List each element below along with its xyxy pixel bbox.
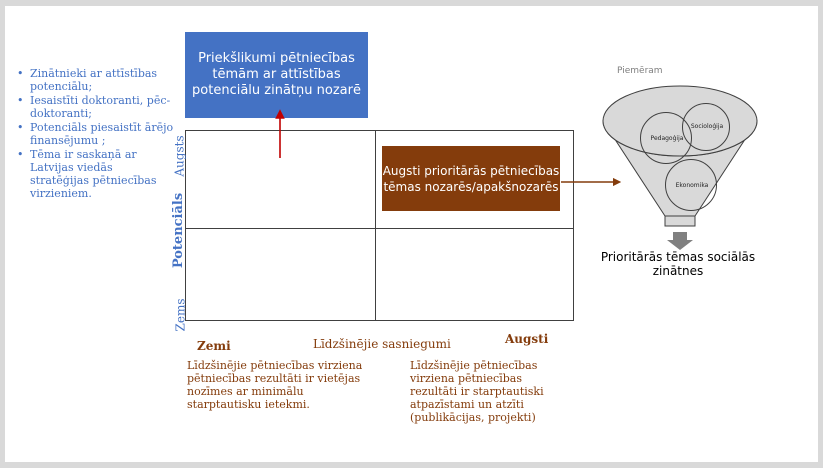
y-high-wrap: Augsts [172, 135, 188, 176]
proposals-box: Priekšlikumi pētniecības tēmām ar attīst… [185, 32, 368, 118]
high-priority-box: Augsti prioritārās pētniecības tēmas noz… [382, 146, 560, 211]
funnel-output-label: Prioritārās tēmas sociālās zinātnes [600, 250, 756, 278]
y-axis-title: Potenciāls [171, 192, 187, 268]
criteria-item: Iesaistīti doktoranti, pēc-doktoranti; [15, 94, 175, 120]
criteria-item: Tēma ir saskaņā ar Latvijas viedās strat… [15, 148, 175, 200]
criteria-item: Zinātnieki ar attīstības potenciālu; [15, 67, 175, 93]
circle-label: Ekonomika [675, 182, 709, 189]
circle-economics: Ekonomika [665, 159, 717, 211]
low-achievement-description: Līdzšinējie pētniecības virziena pētniec… [187, 359, 363, 411]
criteria-item: Potenciāls piesaistīt ārējo finansējumu … [15, 121, 175, 147]
y-low-wrap: Zems [172, 299, 188, 332]
down-arrow-icon [667, 232, 693, 250]
example-label: Piemēram [617, 66, 663, 76]
connector-arrows [275, 109, 622, 187]
funnel-spout [664, 215, 696, 227]
y-axis-title-wrap: Potenciāls [169, 192, 189, 267]
x-axis-title: Līdzšinējie sasniegumi [313, 337, 451, 351]
priority-matrix [185, 130, 574, 321]
y-axis-low-label: Zems [173, 298, 188, 332]
circle-label: Pedagoģija [650, 135, 684, 142]
circle-sociology: Socioloģija [682, 103, 730, 151]
x-axis-low-label: Zemi [197, 339, 231, 353]
slide: Zinātnieki ar attīstības potenciālu; Ies… [5, 6, 818, 462]
matrix-horizontal-divider [186, 228, 573, 229]
high-achievement-description: Līdzšinējie pētniecības virziena pētniec… [410, 359, 544, 424]
y-axis-high-label: Augsts [173, 135, 187, 177]
x-axis-high-label: Augsti [505, 332, 549, 346]
criteria-list: Zinātnieki ar attīstības potenciālu; Ies… [15, 67, 175, 201]
circle-label: Socioloģija [690, 123, 724, 130]
matrix-vertical-divider [375, 131, 376, 320]
